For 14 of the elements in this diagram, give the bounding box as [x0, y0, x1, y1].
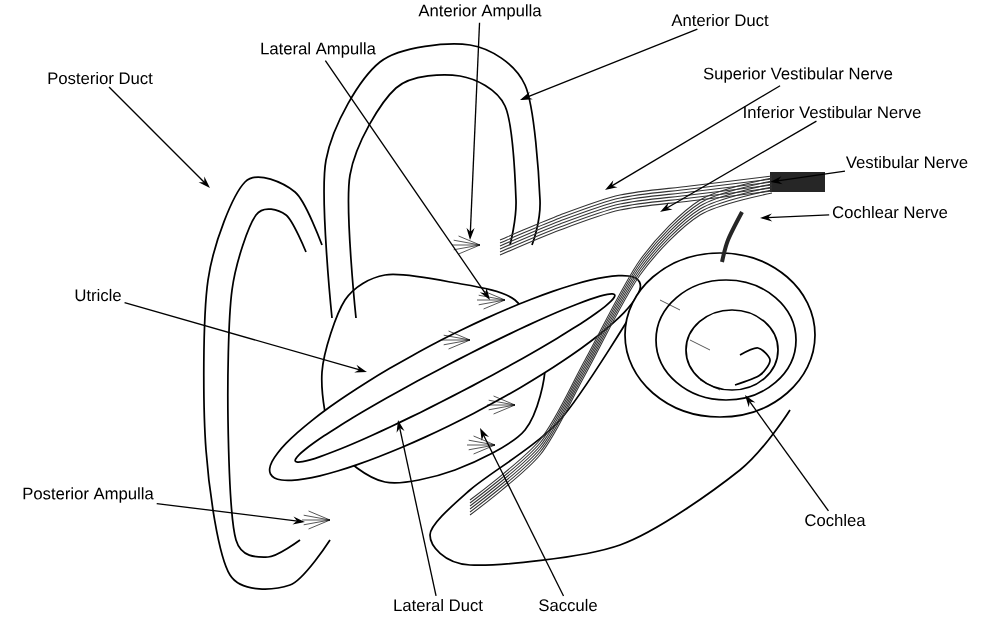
part-label: Cochlear Nerve: [832, 205, 948, 219]
part-label: Vestibular Nerve: [845, 155, 968, 169]
part-label: Cochlea: [805, 513, 866, 527]
part-label: Lateral Ampulla: [261, 42, 376, 58]
part-label: Anterior Ampulla: [418, 4, 542, 20]
part-label: Utricle: [75, 288, 121, 302]
part-label: Superior Vestibular Nerve: [703, 67, 893, 83]
part-label: Saccule: [539, 598, 597, 612]
part-label: Inferior Vestibular Nerve: [744, 105, 921, 119]
part-label: Lateral Duct: [394, 598, 483, 612]
part-label: Anterior Duct: [671, 13, 769, 27]
part-label: Posterior Duct: [48, 71, 153, 85]
leader-line: [108, 86, 210, 188]
part-label: Posterior Ampulla: [23, 487, 154, 503]
